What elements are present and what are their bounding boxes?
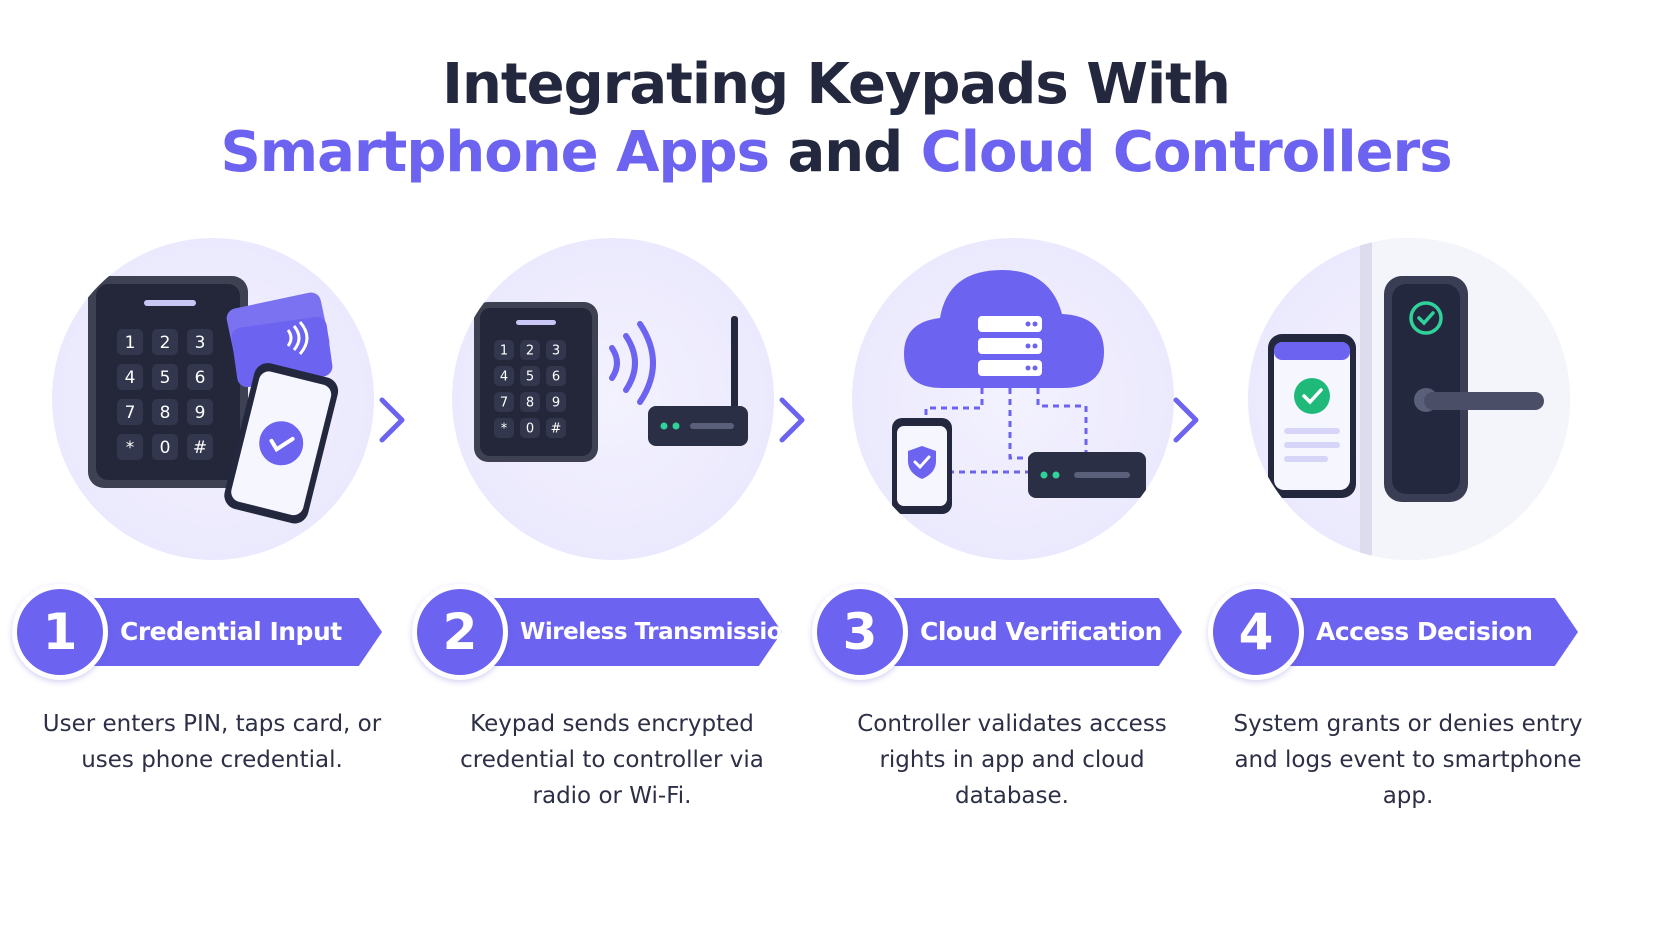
keypad-key [546,392,566,412]
step-3-number: 3 [812,584,908,680]
step-1-description: User enters PIN, taps card, or uses phon… [42,711,382,773]
smartphone-icon [1268,334,1356,498]
keypad-key-label: 5 [160,368,171,388]
keypad-key-label: 6 [552,370,560,385]
keypad-key [187,399,213,425]
keypad-key-label: 6 [195,368,206,388]
keypad-key [187,329,213,355]
router-icon [1028,452,1146,498]
step-4-banner: 4 Access Decision [1208,584,1608,680]
keypad-icon: 1 2 3 4 5 6 7 8 9 * 0 # [88,276,248,488]
keypad-key-label: * [501,422,508,437]
wifi-waves-icon [609,321,656,405]
keypad-key [546,366,566,386]
keypad-key [117,399,143,425]
keypad-key [152,364,178,390]
cloud-server-icon [904,270,1104,388]
keypad-key-label: 8 [160,403,171,423]
keypad-key [494,340,514,360]
keypad-key-label: 1 [125,333,136,353]
keypad-key-label: # [551,422,562,437]
step-1-banner: 1 Credential Input [12,584,412,680]
smart-lock-icon [1384,276,1544,502]
step-4-label: Access Decision [1288,598,1578,666]
keypad-key [117,329,143,355]
step-2-number: 2 [412,584,508,680]
page-title-line1: Integrating Keypads With [442,52,1231,117]
keypad-key [187,364,213,390]
step-2-banner: 2 Wireless Transmission [412,584,812,680]
step-1-number: 1 [12,584,108,680]
step-2-label: Wireless Transmission [492,598,782,666]
step-2-illustration: 1 2 3 4 5 6 7 8 9 * 0 # [452,238,774,560]
check-icon [259,421,304,466]
keypad-key [152,434,178,460]
keypad-key-label: 1 [500,344,508,359]
keypad-key [494,392,514,412]
check-icon [1409,301,1443,335]
keypad-key [546,418,566,438]
step-3: 3 Cloud Verification Controller validate… [812,238,1212,838]
keypad-key [520,392,540,412]
shield-icon [908,446,936,479]
chevron-right-icon [779,397,805,443]
keypad-key [152,399,178,425]
keypad-key [520,366,540,386]
chevron-right-icon [1173,397,1199,443]
keypad-key-label: 0 [526,422,534,437]
keypad-key [520,418,540,438]
keypad-key-label: 4 [500,370,508,385]
keypad-key [494,366,514,386]
keypad-key-label: 9 [195,403,206,423]
keypad-key [494,418,514,438]
title-and: and [768,120,921,185]
keypad-key-label: # [193,438,207,458]
check-icon [1294,378,1330,414]
keypad-key [117,364,143,390]
smartphone-icon [892,418,952,514]
title-accent-smartphone: Smartphone Apps [220,120,769,185]
keypad-key-label: 2 [160,333,171,353]
keypad-key [520,340,540,360]
keypad-icon: 1 2 3 4 5 6 7 8 9 * 0 # [474,302,598,462]
chevron-right-icon [379,397,405,443]
step-4: 4 Access Decision System grants or denie… [1208,238,1608,838]
keypad-key [117,434,143,460]
step-2: 1 2 3 4 5 6 7 8 9 * 0 # 2 Wireless Transmission Key… [412,238,812,838]
keypad-key-label: 2 [526,344,534,359]
keypad-key-label: * [126,438,135,458]
step-3-label: Cloud Verification [892,598,1182,666]
keypad-key-label: 7 [500,396,508,411]
title-accent-cloud: Cloud Controllers [920,120,1453,185]
step-4-number: 4 [1208,584,1304,680]
keypad-key-label: 3 [552,344,560,359]
step-4-description: System grants or denies entry and logs e… [1233,711,1583,809]
step-3-illustration [852,238,1174,560]
smartphone-icon [224,363,339,524]
step-2-description: Keypad sends encrypted credential to con… [460,711,764,809]
step-1-illustration: 1 2 3 4 5 6 7 8 9 * 0 # [52,238,374,560]
router-icon [648,316,748,446]
page-title-line2: Smartphone Apps and Cloud Controllers [0,120,1672,185]
keypad-key-label: 3 [195,333,206,353]
step-3-banner: 3 Cloud Verification [812,584,1212,680]
keypad-key [546,340,566,360]
step-1: 1 2 3 4 5 6 7 8 9 * 0 # 1 Credential Input User ent… [12,238,412,838]
keypad-key-label: 4 [125,368,136,388]
keypad-key-label: 8 [526,396,534,411]
keypad-key [187,434,213,460]
keypad-key-label: 5 [526,370,534,385]
keypad-key-label: 9 [552,396,560,411]
step-3-description: Controller validates access rights in ap… [857,711,1167,809]
keypad-key [152,329,178,355]
step-4-illustration [1248,238,1570,560]
keypad-key-label: 0 [160,438,171,458]
keypad-key-label: 7 [125,403,136,423]
step-1-label: Credential Input [92,598,382,666]
